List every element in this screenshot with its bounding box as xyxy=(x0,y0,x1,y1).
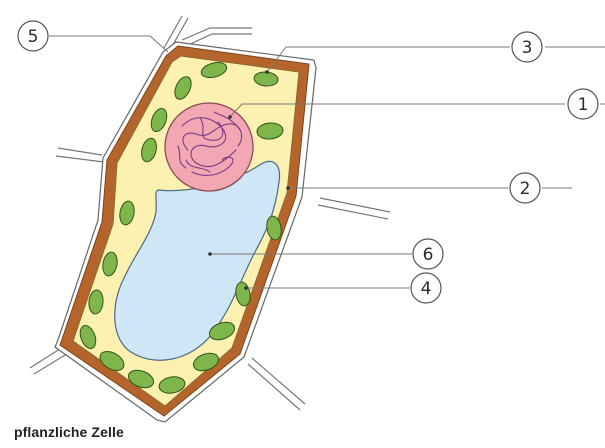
label-3: 3 xyxy=(511,31,543,63)
label-4-text: 4 xyxy=(421,279,432,299)
chloroplast xyxy=(79,324,97,350)
diagram-caption: pflanzliche Zelle xyxy=(14,424,124,440)
neighbor-cell-walls xyxy=(29,15,391,411)
label-6-text: 6 xyxy=(423,245,434,265)
chloroplasts xyxy=(79,61,284,394)
leader-line-5 xyxy=(49,35,169,53)
chloroplast xyxy=(127,369,155,389)
chloroplast xyxy=(200,61,228,79)
chloroplast xyxy=(158,376,186,394)
chloroplast xyxy=(174,76,192,100)
chloroplast xyxy=(266,215,282,241)
label-5-text: 5 xyxy=(28,27,39,47)
chloroplast xyxy=(150,107,168,133)
label-1-text: 1 xyxy=(578,95,589,115)
label-2: 2 xyxy=(509,172,541,204)
leader-line-3 xyxy=(266,46,510,73)
chloroplast xyxy=(192,352,220,372)
chloroplast xyxy=(256,122,284,140)
label-4: 4 xyxy=(410,272,442,304)
chloroplast xyxy=(99,351,125,371)
chloroplast xyxy=(88,289,104,315)
label-1: 1 xyxy=(567,88,599,120)
label-3-text: 3 xyxy=(522,38,533,58)
nucleus-chromatin xyxy=(177,111,243,176)
chloroplast xyxy=(119,200,135,226)
nucleus xyxy=(164,102,254,192)
label-2-text: 2 xyxy=(520,179,531,199)
leader-line-1 xyxy=(229,103,565,118)
leader-dots xyxy=(208,70,290,290)
label-5: 5 xyxy=(17,20,49,52)
leader-lines xyxy=(49,35,605,289)
label-6: 6 xyxy=(412,238,444,270)
chloroplast xyxy=(141,137,157,163)
chloroplast xyxy=(102,251,118,277)
chloroplast xyxy=(208,321,236,341)
